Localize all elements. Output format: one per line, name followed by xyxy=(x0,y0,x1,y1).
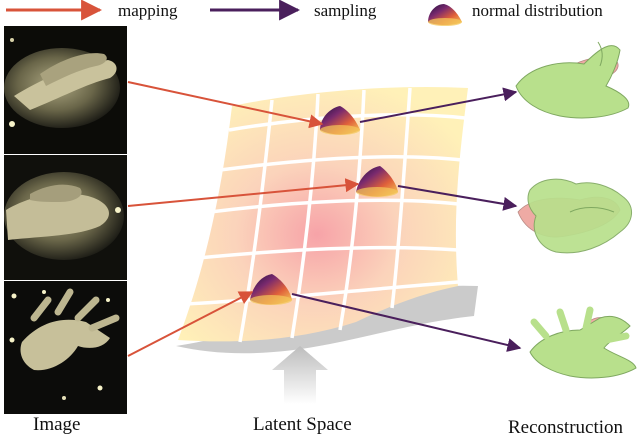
sampling-arrow-2 xyxy=(397,185,518,211)
legend: mapping sampling normal distribution xyxy=(6,0,603,26)
sampling-legend-label: sampling xyxy=(314,1,377,20)
sampling-arrow-3 xyxy=(291,293,522,352)
input-photo-2 xyxy=(4,155,127,280)
input-photo-1 xyxy=(4,26,127,154)
reconstruction-1 xyxy=(515,41,630,119)
mapping-legend-label: mapping xyxy=(118,1,178,20)
mapping-arrows xyxy=(127,81,360,357)
input-photo-3 xyxy=(4,281,127,414)
mapping-arrow-2 xyxy=(127,178,360,207)
sampling-arrows xyxy=(291,87,522,352)
reconstruction-3 xyxy=(529,306,637,379)
sampling-arrow-1 xyxy=(359,87,518,123)
caption-image: Image xyxy=(33,414,80,435)
distribution-cone-2 xyxy=(356,166,398,197)
input-images xyxy=(4,26,127,414)
mapping-arrow-1 xyxy=(127,81,324,129)
distribution-cone-1 xyxy=(320,106,360,135)
normal-distribution-legend-label: normal distribution xyxy=(472,1,603,20)
mapping-arrow-3 xyxy=(127,291,254,357)
reconstruction-2 xyxy=(517,178,632,254)
caption-reconstruction: Reconstruction xyxy=(508,417,624,437)
up-arrow-icon xyxy=(272,346,328,404)
caption-latent-space: Latent Space xyxy=(253,414,352,435)
distribution-cone-3 xyxy=(250,274,292,305)
normal-distribution-icon xyxy=(428,4,462,26)
